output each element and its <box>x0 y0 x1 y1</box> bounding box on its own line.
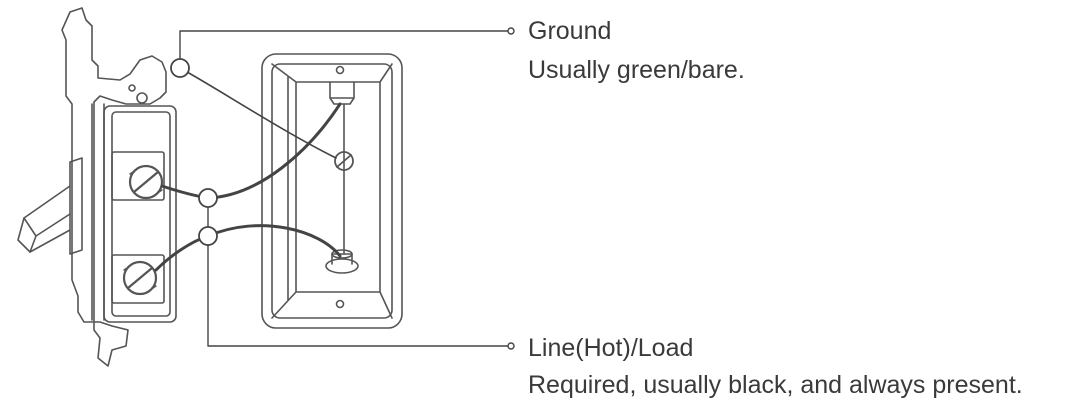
lower-terminal-block <box>111 254 165 304</box>
line-leader-end <box>507 342 515 350</box>
strap-hole-lower <box>128 84 136 92</box>
strap-hole <box>136 92 148 104</box>
ground-junction-marker <box>170 58 190 78</box>
switch-mounting-strap <box>61 7 167 367</box>
ground-label-title: Ground <box>528 17 612 45</box>
lower-terminal-screw <box>122 260 158 296</box>
ground-leader-line <box>179 30 509 59</box>
line-wire-to-box <box>206 102 342 200</box>
wires <box>154 67 342 272</box>
upper-terminal-block <box>111 151 165 201</box>
toggle-lever <box>17 157 83 255</box>
switch-body <box>103 105 177 323</box>
box-top-hole <box>335 65 345 75</box>
electrical-box <box>261 53 403 329</box>
line-label-title: Line(Hot)/Load <box>528 334 694 362</box>
toggle-lever-face <box>23 213 71 253</box>
ground-label-description: Usually green/bare. <box>528 56 745 84</box>
upper-terminal-screw <box>128 164 164 200</box>
ground-leader-end <box>507 27 515 35</box>
box-top-clamp <box>329 81 355 105</box>
box-bottom-connector <box>325 249 359 274</box>
ground-wire <box>179 67 337 159</box>
line-label-description: Required, usually black, and always pres… <box>528 371 1023 399</box>
light-switch <box>17 7 177 367</box>
load-wire-to-box <box>206 224 342 258</box>
callout-leaders <box>179 27 515 350</box>
box-bottom-hole <box>335 299 345 309</box>
line-leader-line <box>207 207 509 347</box>
switch-body-inner <box>111 111 171 317</box>
junction-markers <box>170 58 218 246</box>
load-junction-marker <box>198 226 218 246</box>
box-inner-frame <box>271 63 393 319</box>
box-depth-lines <box>271 63 393 319</box>
line-junction-marker <box>198 188 218 208</box>
box-outer-frame <box>261 53 403 329</box>
